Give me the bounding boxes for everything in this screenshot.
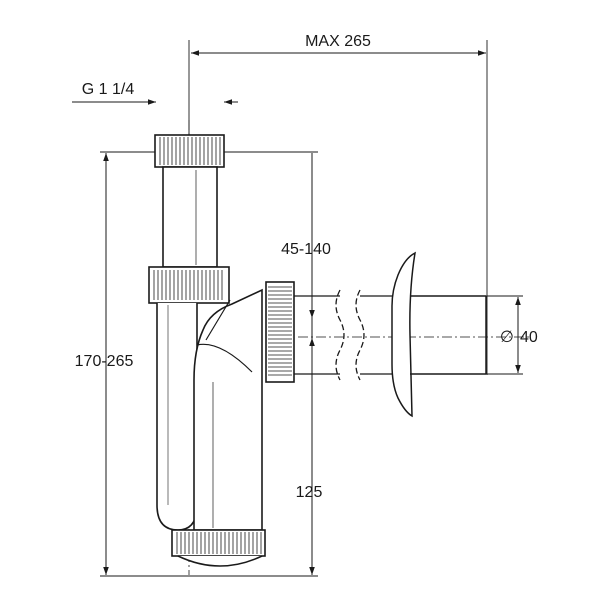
diameter-symbol: ∅ <box>500 329 514 346</box>
middle-union-nut <box>148 266 230 304</box>
dimension-labels: MAX 265 G 1 1/4 170-265 45-140 125 ∅ 40 <box>75 33 538 501</box>
bottom-cap-nut <box>171 529 266 557</box>
upper-tube <box>162 166 218 268</box>
wall-pipe <box>410 295 487 375</box>
max-265-label: MAX 265 <box>305 33 371 50</box>
thread-size-label: G 1 1/4 <box>82 81 135 98</box>
outlet-pipe <box>294 289 396 381</box>
top-union-nut <box>154 134 225 168</box>
middle-nut-knurling <box>153 270 223 300</box>
outlet-branch-line <box>205 299 231 341</box>
pipe-break-right <box>355 289 365 381</box>
outlet-nut-knurling <box>268 286 292 376</box>
pipe-break-left <box>335 289 345 381</box>
outlet-diameter-label: 40 <box>520 329 538 346</box>
height-range-label: 170-265 <box>75 353 134 370</box>
bottom-cap-dome <box>177 555 263 567</box>
dimension-lines <box>72 50 521 575</box>
bottle-shoulder-line <box>196 343 253 373</box>
outlet-height-label: 125 <box>296 484 323 501</box>
outlet-adjust-label: 45-140 <box>281 241 331 258</box>
wall-rosette <box>391 251 416 418</box>
top-nut-knurling <box>159 137 221 165</box>
bottle-body <box>193 288 263 531</box>
siphon-body <box>148 134 295 567</box>
dip-tube <box>156 303 198 531</box>
bottom-cap-knurling <box>176 532 262 554</box>
